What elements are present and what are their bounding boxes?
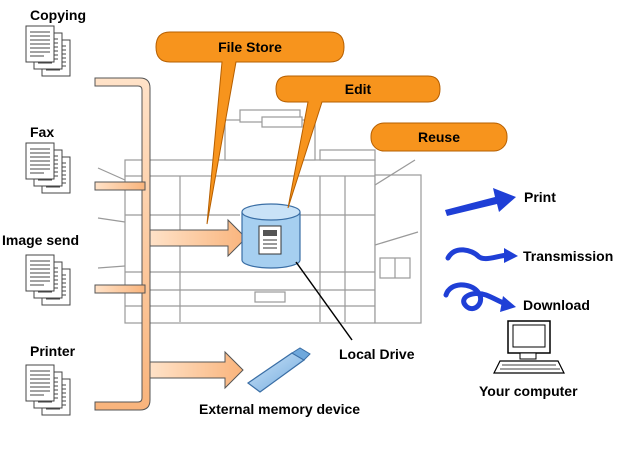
callout-file-store-text: File Store — [218, 39, 282, 55]
external-memory-label: External memory device — [199, 401, 361, 417]
usb-memory-icon — [246, 347, 311, 393]
callout-edit — [275, 75, 441, 209]
your-computer-label: Your computer — [479, 383, 578, 399]
output-label-transmission: Transmission — [523, 248, 614, 264]
image-send-documents-icon — [25, 254, 71, 306]
computer-icon — [493, 320, 565, 374]
source-label-image-send: Image send — [2, 232, 80, 248]
local-drive-icon — [241, 203, 301, 269]
callout-file-store — [155, 31, 345, 225]
output-label-print: Print — [524, 189, 556, 205]
callout-reuse-text: Reuse — [418, 129, 460, 145]
transmission-arrow — [445, 247, 518, 263]
arrow-to-local-drive — [149, 218, 247, 258]
print-arrow — [445, 188, 516, 216]
download-arrow — [443, 282, 516, 312]
arrow-to-external-memory — [149, 350, 244, 390]
fax-documents-icon — [25, 142, 71, 194]
output-label-download: Download — [523, 297, 590, 313]
local-drive-leader — [295, 261, 353, 341]
input-bracket — [94, 77, 151, 411]
callout-reuse — [370, 122, 508, 152]
source-label-printer: Printer — [30, 343, 76, 359]
callout-edit-text: Edit — [345, 81, 372, 97]
local-drive-label: Local Drive — [339, 346, 415, 362]
copying-documents-icon — [25, 25, 71, 77]
source-label-fax: Fax — [30, 124, 55, 140]
source-label-copying: Copying — [30, 7, 86, 23]
printer-documents-icon — [25, 364, 71, 416]
